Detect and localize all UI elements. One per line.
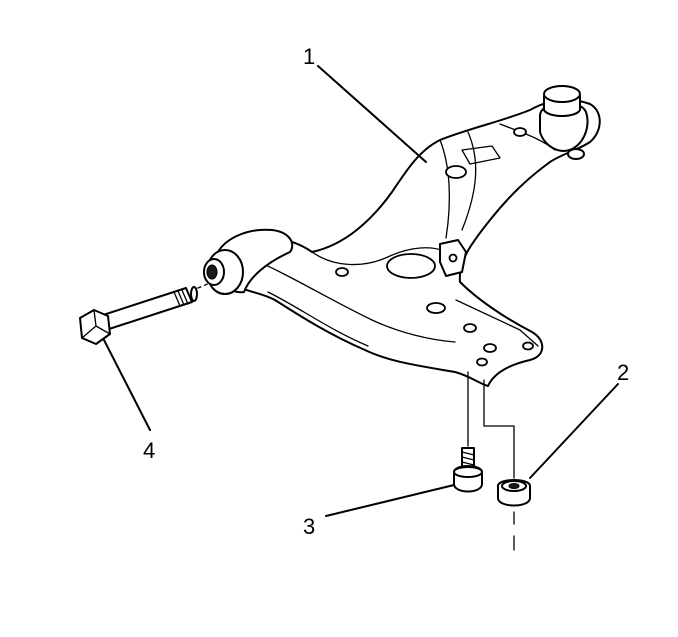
leader-line-2 — [529, 383, 619, 479]
bushing-bolt — [79, 282, 211, 345]
mounting-bolt — [453, 447, 483, 493]
leader-lines — [103, 65, 619, 517]
lower-control-arm — [203, 85, 601, 387]
callout-2: 2 — [617, 360, 629, 385]
leader-line-3 — [325, 484, 455, 517]
mounting-nut — [497, 479, 531, 507]
fastener-alignment-lines — [467, 371, 515, 551]
leader-line-4 — [103, 339, 151, 431]
callout-1: 1 — [303, 44, 315, 69]
callout-4: 4 — [143, 438, 155, 463]
leader-line-1 — [317, 65, 427, 163]
callout-3: 3 — [303, 514, 315, 539]
